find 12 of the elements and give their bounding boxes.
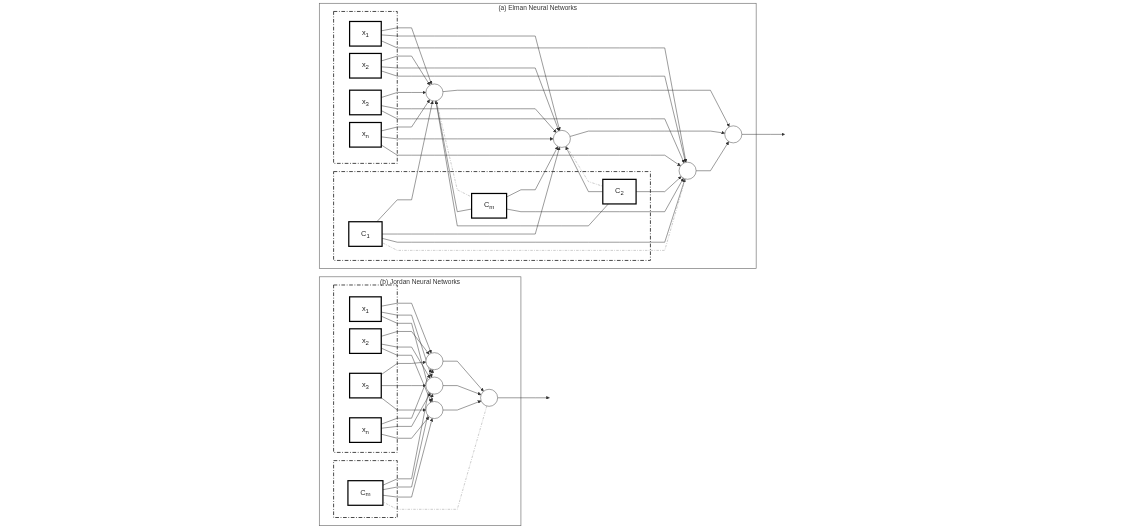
node-circle bbox=[480, 389, 498, 407]
node-circle bbox=[425, 83, 443, 102]
node-circle bbox=[425, 376, 443, 395]
cluster bbox=[332, 171, 651, 261]
node-circle bbox=[425, 352, 443, 370]
node-circle bbox=[552, 130, 571, 148]
cluster bbox=[332, 284, 398, 453]
node-circle bbox=[678, 162, 697, 180]
cluster bbox=[332, 11, 398, 164]
node-circle bbox=[724, 125, 742, 144]
node-circle bbox=[425, 401, 443, 419]
cluster bbox=[332, 460, 398, 518]
